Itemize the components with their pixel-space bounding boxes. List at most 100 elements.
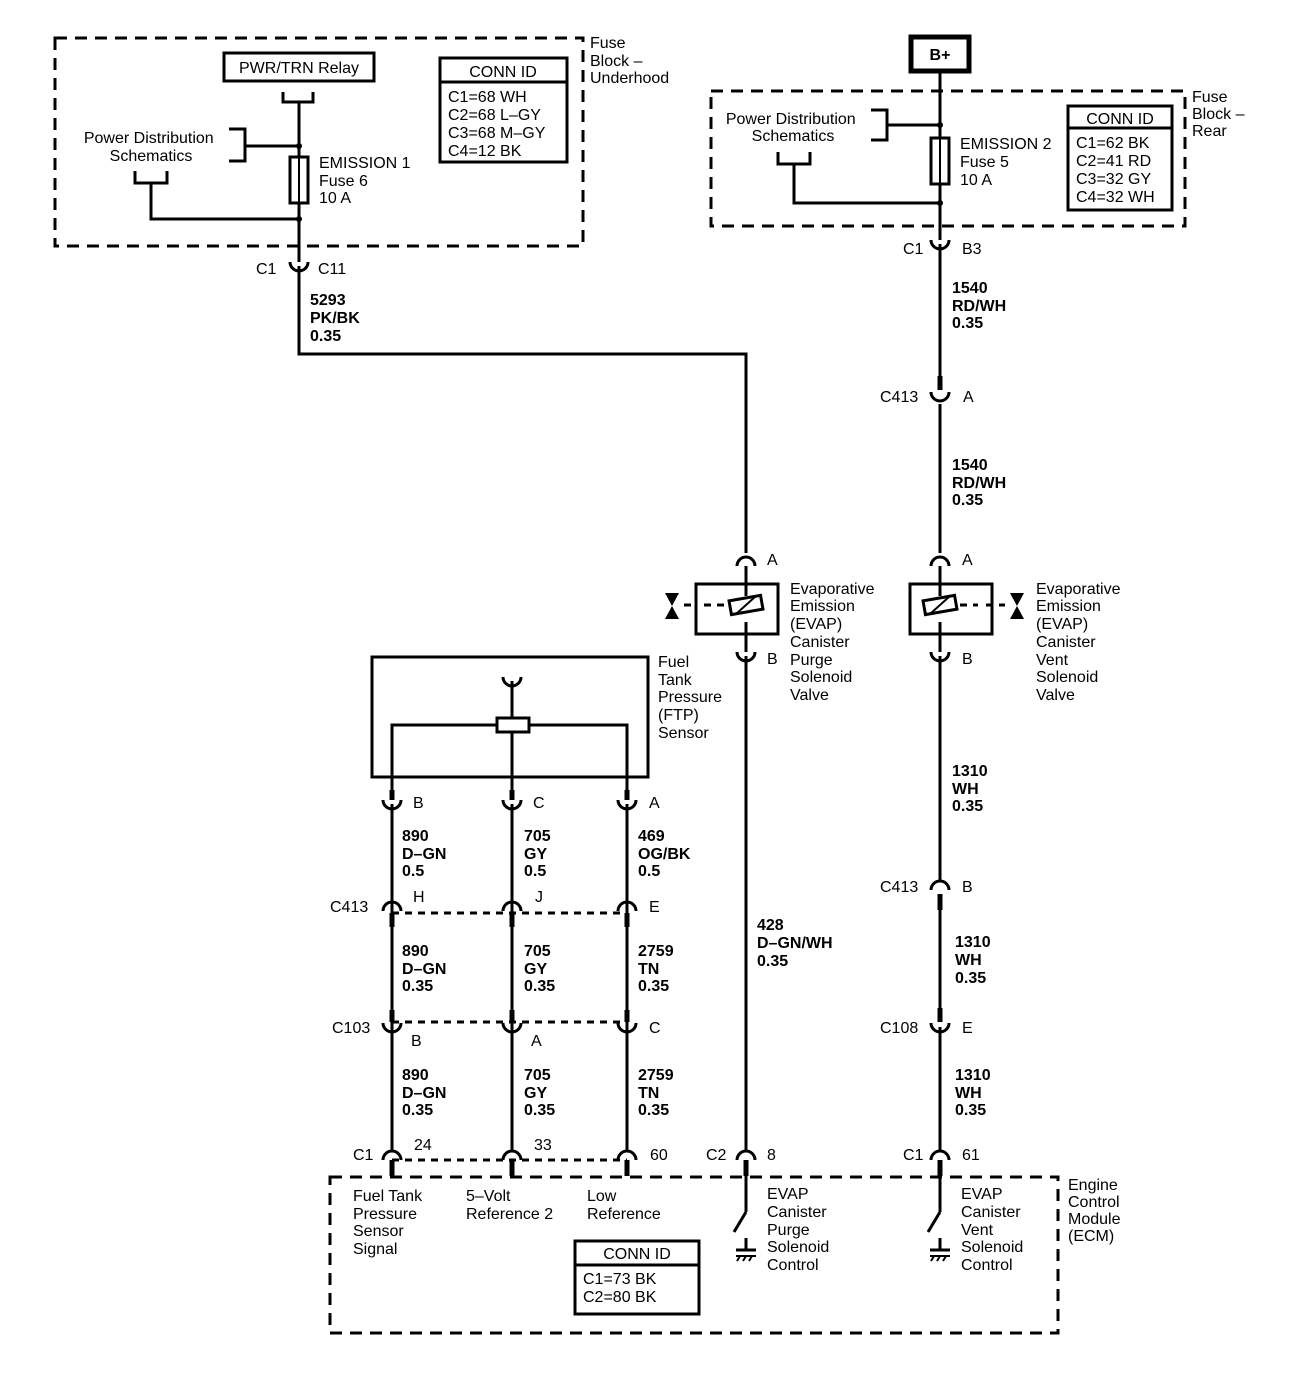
- ftp-sensor-pins: B C A: [381, 790, 660, 812]
- conn-id-underhood-list: C1=68 WH C2=68 L–GY C3=68 M–GY C4=12 BK: [448, 89, 550, 160]
- c413-right-b-pin: B: [962, 879, 973, 896]
- c103-label: C103: [332, 1020, 370, 1037]
- connector-c11-label: C11: [318, 261, 346, 278]
- ecm-signal-purge: EVAP Canister Purge Solenoid Control: [767, 1186, 834, 1274]
- fuse-block-rear-label: Fuse Block – Rear: [1192, 89, 1249, 140]
- c108-label: C108: [880, 1020, 918, 1037]
- connector-c108: C108 E: [880, 1008, 973, 1150]
- ecm-signal-ftp: Fuel Tank Pressure Sensor Signal: [353, 1188, 427, 1258]
- vent-valve-label: Evaporative Emission (EVAP) Canister Ven…: [1036, 581, 1125, 704]
- power-distribution-ref-rear: Power Distribution Schematics: [726, 111, 860, 145]
- ecm-vent-driver-switch: [926, 1176, 950, 1262]
- fuse-block-underhood-outline: [53, 36, 585, 248]
- emission-1-fuse-label: EMISSION 1 Fuse 6 10 A: [319, 155, 415, 207]
- c413-right-a-label: C413: [880, 389, 918, 406]
- ftp-wires: [390, 804, 629, 1150]
- wire-890a-label: 890 D–GN 0.5: [402, 828, 451, 880]
- wire-705c-label: 705 GY 0.35: [524, 1067, 555, 1119]
- fuse-block-underhood-label: Fuse Block – Underhood: [590, 35, 669, 87]
- conn-id-ecm-title: CONN ID: [603, 1246, 671, 1263]
- c413-pin-h: H: [413, 889, 425, 906]
- vent-pin-a: A: [962, 552, 973, 569]
- ecm-outline: [328, 1175, 1060, 1335]
- purge-pin-a: A: [767, 552, 778, 569]
- c413-right-a-pin: A: [963, 389, 974, 406]
- evap-purge-solenoid-valve: A B Evaporative Emission (EVAP) Canister…: [665, 552, 879, 1150]
- purge-pin-b: B: [767, 651, 778, 668]
- c103-pin-b: B: [411, 1033, 422, 1050]
- pwr-trn-relay-label: PWR/TRN Relay: [239, 60, 359, 77]
- b-plus-box: [908, 34, 972, 74]
- connector-ecm-c1b: C1 61: [903, 1147, 980, 1176]
- power-distribution-ref-underhood: Power Distribution Schematics: [84, 130, 218, 165]
- connector-ecm-c1: C1 24 33 60: [353, 1137, 668, 1176]
- ftp-pin-c: C: [533, 795, 545, 812]
- connector-c103: C103 B A C: [332, 1010, 661, 1050]
- vent-pin-b: B: [962, 651, 973, 668]
- emission-2-fuse-label: EMISSION 2 Fuse 5 10 A: [960, 136, 1056, 189]
- ecm-purge-driver-switch: [732, 1176, 756, 1262]
- connector-c1-rear-label: C1: [903, 241, 924, 258]
- c103-pin-c: C: [649, 1020, 661, 1037]
- pwr-trn-relay-box: [222, 51, 376, 83]
- ftp-sensor: Fuel Tank Pressure (FTP) Sensor: [370, 654, 726, 790]
- connector-b3-label: B3: [962, 241, 982, 258]
- ftp-sensor-element: [495, 716, 531, 734]
- ecm-pin-60: 60: [650, 1147, 668, 1164]
- connector-c1-label: C1: [256, 261, 277, 278]
- wire-5293: [297, 277, 748, 553]
- ftp-pin-b: B: [413, 795, 424, 812]
- wire-1310b-label: 1310 WH 0.35: [955, 934, 995, 987]
- c413-left-label: C413: [330, 899, 368, 916]
- valve-symbol-icon: [665, 593, 679, 619]
- wire-5293-label: 5293 PK/BK 0.35: [310, 292, 364, 345]
- purge-valve-label: Evaporative Emission (EVAP) Canister Pur…: [790, 581, 879, 704]
- connector-c413-left: C413 H J E: [330, 889, 660, 927]
- wire-428-label: 428 D–GN/WH 0.35: [757, 917, 837, 970]
- fuse-block-underhood: Fuse Block – Underhood PWR/TRN Relay Pow…: [53, 35, 669, 262]
- wire-2759a-label: 2759 TN 0.35: [638, 943, 678, 995]
- fuse-block-rear-outline: [709, 89, 1187, 228]
- wire-2759b-label: 2759 TN 0.35: [638, 1067, 678, 1119]
- ecm-c1b-label: C1: [903, 1147, 924, 1164]
- ftp-pin-a: A: [649, 795, 660, 812]
- wire-1540b-label: 1540 RD/WH 0.35: [952, 457, 1011, 509]
- connector-ecm-c2: C2 8: [706, 1147, 776, 1176]
- ecm-pin-61: 61: [962, 1147, 980, 1164]
- evap-vent-solenoid-valve: A B Evaporative Emission (EVAP) Canister…: [908, 552, 1125, 880]
- ecm-c1-label: C1: [353, 1147, 374, 1164]
- wire-1310c-label: 1310 WH 0.35: [955, 1067, 995, 1119]
- relay-contact: [281, 92, 315, 104]
- c413-right-b-label: C413: [880, 879, 918, 896]
- ecm-c2-label: C2: [706, 1147, 727, 1164]
- ecm-label: Engine Control Module (ECM): [1068, 1177, 1125, 1245]
- connector-c413-b: C413 B: [880, 879, 973, 1020]
- conn-id-underhood-title: CONN ID: [469, 64, 537, 81]
- engine-control-module: Engine Control Module (ECM) Fuel Tank Pr…: [328, 1175, 1125, 1335]
- ecm-pin-8: 8: [767, 1147, 776, 1164]
- conn-id-rear: [1066, 104, 1174, 212]
- valve-symbol-icon: [1010, 593, 1024, 619]
- wire-1310a-label: 1310 WH 0.35: [952, 763, 992, 815]
- conn-id-rear-title: CONN ID: [1086, 111, 1154, 128]
- c108-pin: E: [962, 1020, 973, 1037]
- conn-id-rear-list: C1=62 BK C2=41 RD C3=32 GY C4=32 WH: [1076, 135, 1156, 206]
- ftp-sensor-body: [370, 655, 650, 779]
- wire-705a-label: 705 GY 0.5: [524, 828, 555, 880]
- ecm-pin-33: 33: [534, 1137, 552, 1154]
- ftp-sensor-label: Fuel Tank Pressure (FTP) Sensor: [658, 654, 726, 742]
- wire-469-label: 469 OG/BK 0.5: [638, 828, 695, 880]
- c103-pin-a: A: [531, 1033, 542, 1050]
- wire-890b-label: 890 D–GN 0.35: [402, 943, 451, 995]
- ecm-pin-24: 24: [414, 1137, 432, 1154]
- connector-c1-b3: C1 B3: [903, 239, 982, 258]
- b-plus-label: B+: [930, 47, 951, 64]
- c413-pin-e: E: [649, 899, 660, 916]
- conn-id-ecm: [573, 1239, 701, 1316]
- ecm-signal-5v-ref: 5–Volt Reference 2: [466, 1188, 553, 1223]
- ecm-signal-vent: EVAP Canister Vent Solenoid Control: [961, 1186, 1028, 1274]
- c413-pin-j: J: [535, 889, 543, 906]
- wire-890c-label: 890 D–GN 0.35: [402, 1067, 451, 1119]
- fuse-block-rear: B+ Fuse Block – Rear EMISSION 2 Fuse 5 1…: [709, 34, 1249, 240]
